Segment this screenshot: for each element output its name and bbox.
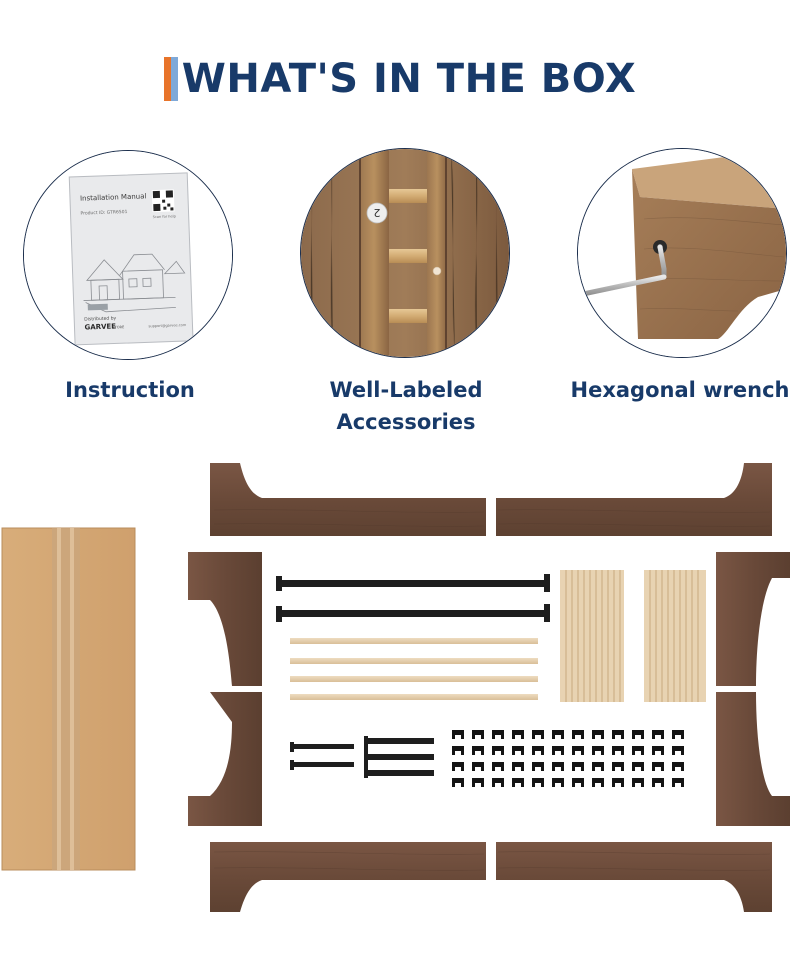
hardware-clip <box>532 762 544 771</box>
right-post-lower <box>716 692 790 826</box>
title-row: WHAT'S IN THE BOX <box>0 56 800 102</box>
label-wrench: Hexagonal wrench <box>570 378 790 402</box>
hardware-clip <box>452 762 464 771</box>
hardware-clip <box>612 778 624 787</box>
ladder-rung <box>379 249 435 263</box>
hardware-clip <box>592 746 604 755</box>
thin-slats <box>290 638 538 700</box>
hardware-clip <box>612 762 624 771</box>
hardware-clip <box>492 778 504 787</box>
hardware-clip <box>592 730 604 739</box>
left-post-upper <box>188 552 262 686</box>
hardware-clip <box>472 746 484 755</box>
label-instruction: Instruction <box>65 378 195 402</box>
slat-bundle-left <box>560 570 624 702</box>
hardware-clip <box>452 778 464 787</box>
bed-panel <box>632 169 786 339</box>
hardware-clip <box>472 778 484 787</box>
hardware-clip <box>512 762 524 771</box>
hardware-clip <box>492 746 504 755</box>
hardware-clip <box>472 762 484 771</box>
ladder-rail <box>427 149 447 357</box>
wrench-image <box>578 149 786 357</box>
metal-rail <box>276 574 550 592</box>
hardware-clip <box>612 730 624 739</box>
hardware-clip <box>652 730 664 739</box>
hardware-clip <box>532 746 544 755</box>
hardware-clip <box>672 778 684 787</box>
hardware-clip <box>632 746 644 755</box>
wrench-circle <box>577 148 787 358</box>
hardware-clip <box>532 730 544 739</box>
number-sticker: 2 <box>366 202 388 224</box>
bottom-rail-right <box>496 842 772 912</box>
ladder-image: 2 <box>301 149 509 357</box>
hardware-clip <box>572 762 584 771</box>
hardware-clip <box>632 730 644 739</box>
hex-wrench-icon <box>578 244 667 298</box>
hardware-clip <box>632 762 644 771</box>
hardware-clip <box>632 778 644 787</box>
hardware-clip <box>652 778 664 787</box>
hardware-clip <box>492 730 504 739</box>
hardware-clip <box>672 762 684 771</box>
hardware-clip <box>672 746 684 755</box>
hardware-clip <box>552 746 564 755</box>
instruction-circle: Installation Manual Product ID: GTR6501 … <box>23 150 233 360</box>
ladder-rung <box>379 309 435 323</box>
manual-distributed: Distributed by <box>84 315 116 322</box>
sticker-number: 2 <box>374 206 381 219</box>
manual-product-id: Product ID: GTR6501 <box>80 209 127 217</box>
hardware-clip <box>612 746 624 755</box>
hardware-clip <box>512 746 524 755</box>
hardware-clip <box>552 730 564 739</box>
hardware-clip <box>452 730 464 739</box>
label-accessories-line2: Accessories <box>336 410 476 434</box>
short-bracket-set <box>290 742 354 770</box>
hardware-clip <box>572 746 584 755</box>
qr-note: Scan for help <box>153 214 177 219</box>
manual-brand-suffix: STORE <box>112 325 124 329</box>
hardware-clip <box>672 730 684 739</box>
title-accent-bar <box>163 57 178 101</box>
bottom-rail-left <box>210 842 486 912</box>
top-rail-left <box>210 463 486 536</box>
hardware-clip <box>492 762 504 771</box>
qr-code-icon <box>151 189 175 213</box>
ladder-rung <box>379 189 435 203</box>
hardware-clip <box>472 730 484 739</box>
mdf-board <box>1 527 136 871</box>
ladder-rail <box>359 149 389 357</box>
accessories-circle: 2 <box>300 148 510 358</box>
hardware-clip <box>652 762 664 771</box>
manual-image: Installation Manual Product ID: GTR6501 … <box>24 151 232 359</box>
slat-bundle-right <box>644 570 706 702</box>
hardware-clip <box>572 778 584 787</box>
center-bracket-set <box>364 736 434 778</box>
top-rail-right <box>496 463 772 536</box>
hardware-clip <box>512 730 524 739</box>
hardware-clip <box>532 778 544 787</box>
hardware-clip <box>592 762 604 771</box>
hardware-clip <box>652 746 664 755</box>
manual-email: support@garvee.com <box>148 323 186 328</box>
hardware-clip <box>512 778 524 787</box>
hardware-clip <box>572 730 584 739</box>
hardware-clips <box>452 730 684 787</box>
hardware-clip <box>552 762 564 771</box>
page-title: WHAT'S IN THE BOX <box>181 56 637 102</box>
hardware-clip <box>452 746 464 755</box>
hardware-clip <box>552 778 564 787</box>
parts-layout <box>1 463 790 912</box>
metal-rail <box>276 604 550 622</box>
manual-title: Installation Manual <box>80 192 147 202</box>
left-post-lower <box>188 692 262 826</box>
label-accessories-line1: Well-Labeled <box>329 378 483 402</box>
label-accessories: Well-Labeled Accessories <box>296 374 516 438</box>
right-post-upper <box>716 552 790 686</box>
manual-brand: GARVEE <box>84 322 116 331</box>
hardware-clip <box>592 778 604 787</box>
